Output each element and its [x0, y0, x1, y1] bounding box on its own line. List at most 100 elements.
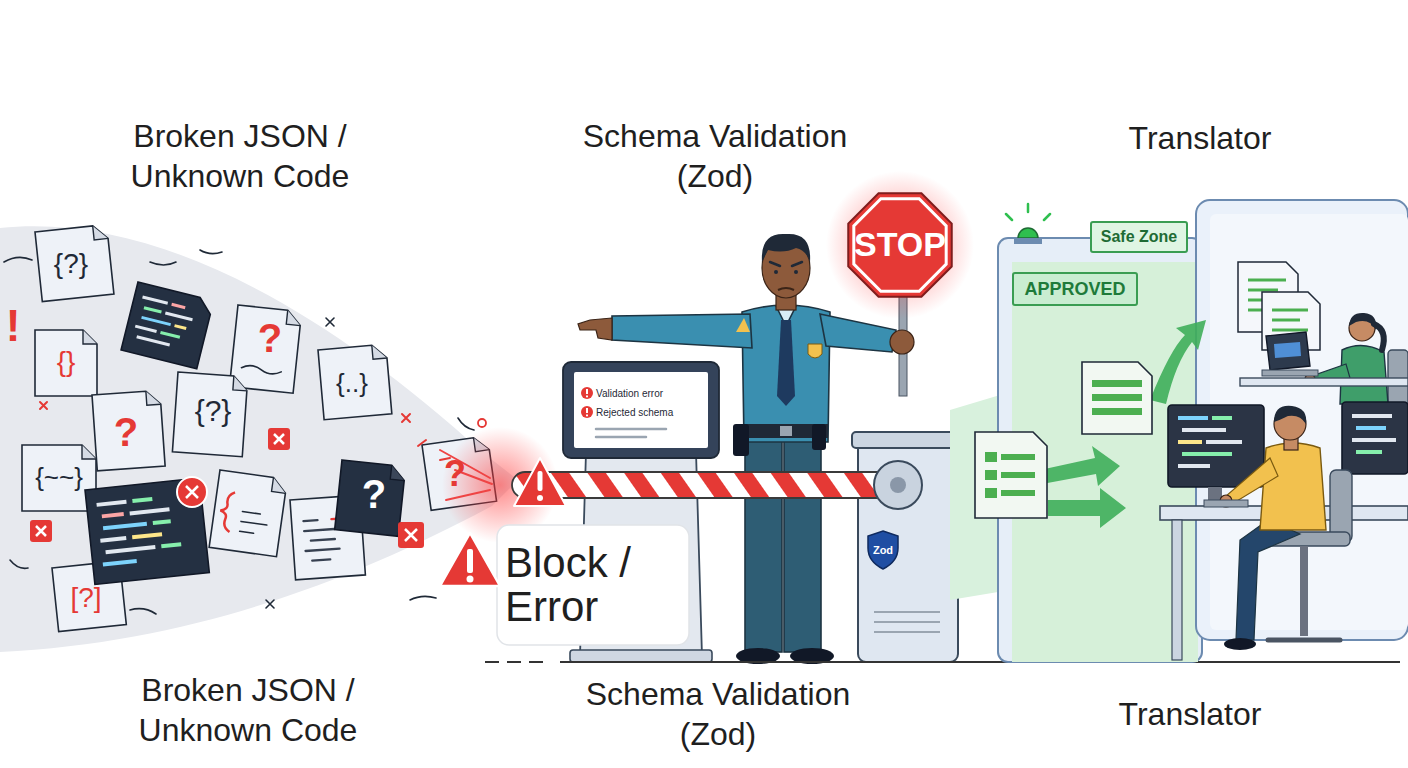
developer-person — [1178, 464, 1210, 468]
broken-json-doc — [92, 390, 165, 471]
unknown-code-panel — [100, 536, 126, 543]
approved-flow — [1048, 488, 1126, 528]
security-guard — [578, 318, 612, 340]
screen-panel: Validation errorRejected schema — [596, 384, 708, 424]
broken-json-doc — [35, 224, 114, 301]
chaos-cloud — [458, 418, 474, 430]
security-guard — [780, 426, 792, 436]
translator-person — [1240, 313, 1408, 406]
security-guard — [762, 234, 810, 262]
broken-json-doc — [35, 330, 97, 396]
barrier-gate — [874, 461, 922, 509]
ground-line — [485, 661, 543, 663]
translator-person — [1274, 342, 1301, 358]
safe-zone-building — [1196, 200, 1408, 640]
broken-json-doc — [35, 330, 97, 396]
security-guard — [742, 305, 830, 442]
broken-json-doc — [233, 376, 248, 391]
broken-json-doc — [229, 305, 301, 393]
error-badge — [405, 529, 417, 541]
security-guard — [794, 270, 798, 274]
unknown-code-panel — [132, 532, 162, 539]
error-badge — [274, 434, 284, 444]
approved-flow — [1001, 490, 1035, 496]
broken-json-glyph: {?} — [178, 396, 248, 426]
approved-flow — [985, 452, 997, 462]
validation-kiosk — [581, 406, 593, 418]
broken-json-doc — [146, 390, 161, 405]
stop-glow — [826, 171, 974, 319]
safe-zone-sign: Safe Zone — [1090, 221, 1188, 253]
broken-json-doc — [241, 365, 281, 375]
chaos-cloud — [4, 257, 32, 262]
developer-person — [1178, 416, 1208, 420]
security-guard — [820, 314, 896, 352]
security-guard — [733, 424, 749, 456]
developer-person — [1274, 406, 1306, 424]
unknown-code-panel — [161, 542, 181, 548]
validation-kiosk — [563, 362, 719, 458]
validation-kiosk — [574, 372, 708, 448]
unknown-code-panel — [141, 316, 171, 326]
unknown-code-panel — [142, 296, 168, 305]
approved-flow — [1092, 380, 1142, 387]
unknown-code-panel — [121, 282, 214, 369]
broken-json-doc — [172, 372, 247, 457]
unknown-code-panel — [135, 325, 157, 333]
approved-flow — [1272, 310, 1308, 330]
column-heading: Broken JSON / Unknown Code — [90, 670, 406, 750]
developer-person — [1206, 440, 1242, 444]
error-card — [440, 533, 500, 586]
translator-person — [1266, 332, 1310, 370]
security-guard — [777, 320, 795, 406]
ground-line — [485, 662, 1400, 663]
error-symbol: ! — [0, 304, 26, 348]
stop-sign-text: STOP — [854, 226, 946, 263]
security-guard — [784, 436, 821, 652]
safe-zone-building — [1014, 238, 1042, 244]
unknown-code-panel — [136, 335, 170, 346]
developer-person — [1182, 452, 1232, 456]
chaos-cloud — [10, 560, 28, 568]
broken-json-doc — [22, 224, 497, 631]
chaos-cloud — [410, 596, 436, 600]
error-badge — [36, 526, 46, 536]
unknown-code-panel — [105, 545, 155, 554]
developer-person — [1204, 500, 1248, 507]
developer-person — [1160, 402, 1408, 660]
unknown-code-panel — [335, 460, 406, 536]
broken-json-doc — [218, 491, 235, 532]
chaos-cloud — [130, 609, 156, 614]
unknown-code-panel — [85, 478, 209, 585]
error-card — [467, 576, 474, 583]
column-heading: Translator — [1090, 694, 1290, 734]
security-guard — [612, 314, 752, 348]
unknown-code-panel — [96, 500, 126, 507]
approved-flow — [1082, 362, 1152, 434]
barrier-gate — [852, 432, 964, 448]
security-guard — [736, 318, 750, 332]
approved-flow — [1092, 394, 1142, 401]
approved-flow — [1001, 472, 1035, 478]
developer-person — [1182, 428, 1226, 432]
shield-shape — [868, 531, 898, 569]
approved-flow — [1040, 446, 1120, 486]
developer-person — [1172, 520, 1182, 660]
unknown-glyph: ? — [238, 318, 302, 358]
translator-person — [1262, 370, 1318, 376]
broken-json-doc — [272, 478, 288, 494]
warning-icon — [537, 495, 543, 501]
broken-json-doc — [83, 330, 97, 344]
broken-json-doc — [172, 372, 247, 457]
approved-flow — [975, 432, 1047, 518]
error-card — [440, 525, 689, 645]
translator-person — [1240, 378, 1408, 386]
validation-kiosk — [586, 415, 588, 417]
error-card — [467, 549, 473, 573]
developer-person — [1212, 416, 1232, 420]
ground-line — [560, 661, 1400, 663]
zod-shield: Zod — [866, 530, 900, 570]
unknown-glyph: ? — [342, 474, 406, 514]
developer-person — [1342, 402, 1408, 474]
